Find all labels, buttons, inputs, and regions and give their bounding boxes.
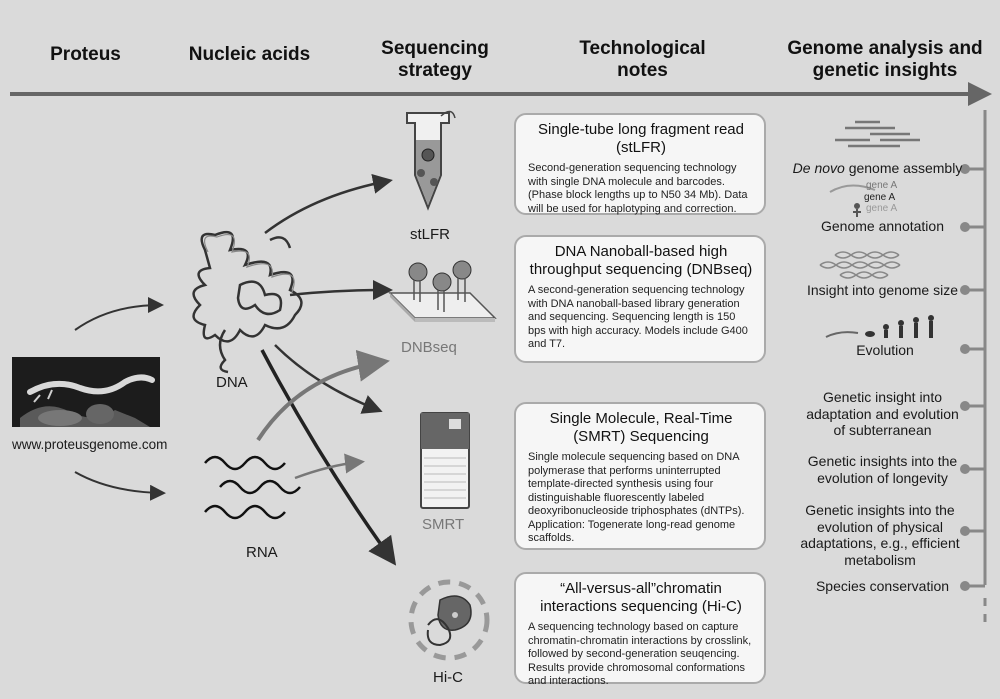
insight-physical-adaptations: Genetic insights into the evolution of p… [800,502,960,568]
note-stlfr-description: Second-generation sequencing technology … [528,162,748,215]
header-genome-analysis: Genome analysis and genetic insights [775,38,995,82]
header-technological-line2: notes [617,60,668,81]
header-technological-notes: Technological notes [560,38,725,82]
arrow-rna-dnbseq [256,349,390,442]
note-stlfr-title-line2: (stLFR) [616,139,666,156]
assembly-reads-icon [835,120,920,148]
note-hic-title-line1: “All-versus-all”chromatin [560,580,722,597]
gene-a-label-2: gene A [864,192,896,203]
insight-de-novo-assembly: De novo genome assembly [790,160,965,177]
top-timeline-arrow [10,82,992,106]
note-dnbseq-title-line2: throughput sequencing (DNBseq) [529,261,753,278]
insight-de-novo-italic: De novo [792,160,845,176]
gene-a-label-1: gene A [866,180,898,191]
note-stlfr-title: Single-tube long fragment read (stLFR) [528,121,754,157]
evolution-icon [825,315,934,338]
insight-evolution: Evolution [856,342,914,358]
note-dnbseq-title-line1: DNA Nanoball-based high [554,243,728,260]
note-smrt-title: Single Molecule, Real-Time (SMRT) Sequen… [528,410,754,446]
note-stlfr-title-line1: Single-tube long fragment read [538,121,744,138]
insight-genome-size: Insight into genome size [807,282,958,298]
stlfr-tube-icon [406,110,456,211]
annotation-icon [829,184,876,217]
note-hic-title: “All-versus-all”chromatin interactions s… [528,580,754,616]
smrt-label: SMRT [422,516,465,533]
insight-assembly-rest: genome assembly [844,160,963,176]
stlfr-label: stLFR [410,226,451,243]
proteus-photo [12,357,160,427]
header-sequencing-line1: Sequencing [381,38,489,59]
note-dnbseq-title: DNA Nanoball-based high throughput seque… [528,243,754,279]
genome-size-icon [819,251,901,279]
insight-longevity: Genetic insights into the evolution of l… [807,453,958,486]
dna-label: DNA [216,374,248,391]
note-dnbseq: DNA Nanoball-based high throughput seque… [514,235,766,363]
header-genome-line1: Genome analysis and [787,38,983,59]
arrow-dna-dnbseq [289,280,393,301]
gene-a-label-3: gene A [866,203,898,214]
note-hic-title-line2: interactions sequencing (Hi-C) [540,598,742,615]
header-sequencing-strategy: Sequencing strategy [365,38,505,82]
insight-species-conservation: Species conservation [815,578,950,594]
hic-icon [408,579,490,661]
insight-genome-annotation: Genome annotation [821,218,944,234]
arrow-proteus-dna [74,297,164,331]
arrow-rna-smrt [294,453,365,480]
note-smrt-description: Single molecule sequencing based on DNA … [528,451,745,544]
note-smrt: Single Molecule, Real-Time (SMRT) Sequen… [514,402,766,550]
header-genome-line2: genetic insights [812,60,958,81]
arrow-dna-hic [260,349,397,566]
insights-timeline [960,110,987,622]
note-dnbseq-description: A second-generation sequencing technolog… [528,284,748,350]
rna-label: RNA [246,544,278,561]
insight-subterranean: Genetic insight into adaptation and evol… [806,389,959,438]
note-stlfr: Single-tube long fragment read (stLFR) S… [514,113,766,215]
hic-label: Hi-C [433,669,463,686]
arrow-dna-stlfr [264,174,393,234]
header-nucleic-acids: Nucleic acids [188,44,311,65]
dna-tangle-icon [192,230,303,374]
rna-wave-icon [204,455,301,520]
note-smrt-title-line1: Single Molecule, Real-Time [549,410,733,427]
header-proteus: Proteus [50,44,121,65]
dnbseq-label: DNBseq [401,339,457,356]
arrow-proteus-rna [74,471,166,501]
note-smrt-title-line2: (SMRT) Sequencing [573,428,709,445]
header-technological-line1: Technological [579,38,706,59]
source-url: www.proteusgenome.com [12,437,168,452]
note-hic-description: A sequencing technology based on capture… [528,621,752,687]
smrt-device-icon [420,412,470,509]
dnbseq-chip-icon [388,260,497,322]
header-sequencing-line2: strategy [398,60,472,81]
note-hic: “All-versus-all”chromatin interactions s… [514,572,766,687]
